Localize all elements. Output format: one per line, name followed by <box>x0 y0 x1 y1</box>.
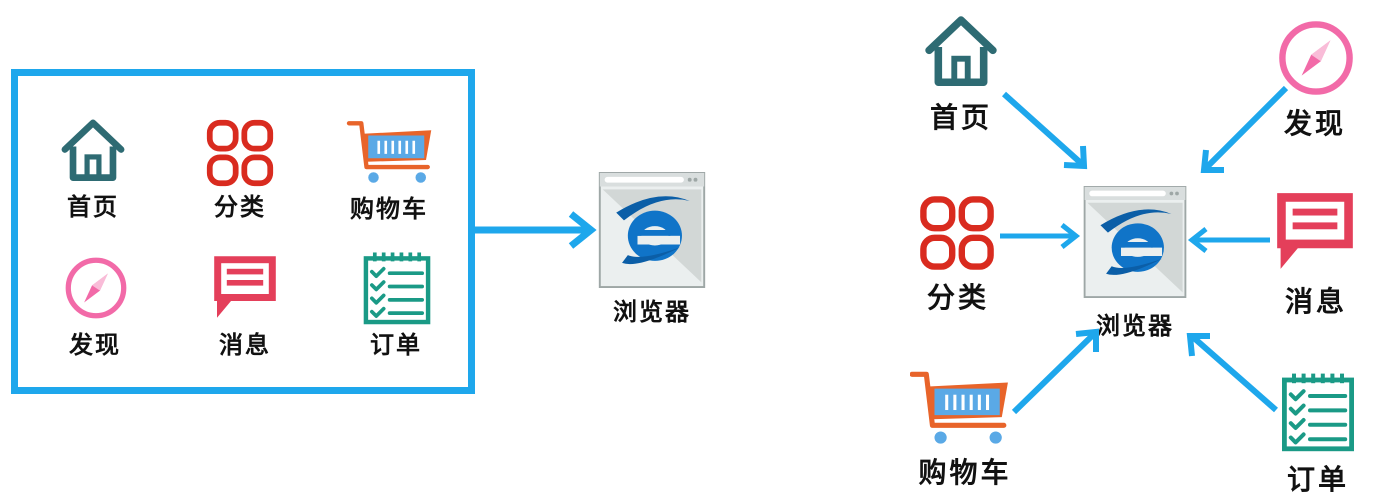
category-label: 分类 <box>926 281 989 314</box>
browser-label: 浏览器 <box>1096 312 1174 340</box>
message-label: 消息 <box>1284 285 1347 318</box>
cart-label: 购物车 <box>918 456 1012 489</box>
arrow-home-to-browser <box>1001 91 1088 170</box>
arrow-right-icon <box>475 211 597 249</box>
discover-label: 发现 <box>69 331 121 359</box>
arrow-message-to-browser <box>1187 227 1270 253</box>
category-label: 分类 <box>214 193 266 221</box>
home-label: 首页 <box>67 193 119 221</box>
arrow-cart-to-browser <box>1011 328 1099 415</box>
app-pages-group <box>11 69 475 394</box>
order-label: 订单 <box>370 331 422 359</box>
home-label: 首页 <box>929 101 992 134</box>
arrow-order-to-browser <box>1186 333 1278 413</box>
browser-label: 浏览器 <box>613 298 691 326</box>
discover-label: 发现 <box>1283 107 1346 140</box>
arrow-category-to-browser <box>1000 223 1081 249</box>
arrow-discover-to-browser <box>1200 85 1289 173</box>
message-label: 消息 <box>219 331 271 359</box>
order-label: 订单 <box>1286 463 1349 496</box>
cart-label: 购物车 <box>350 195 428 223</box>
